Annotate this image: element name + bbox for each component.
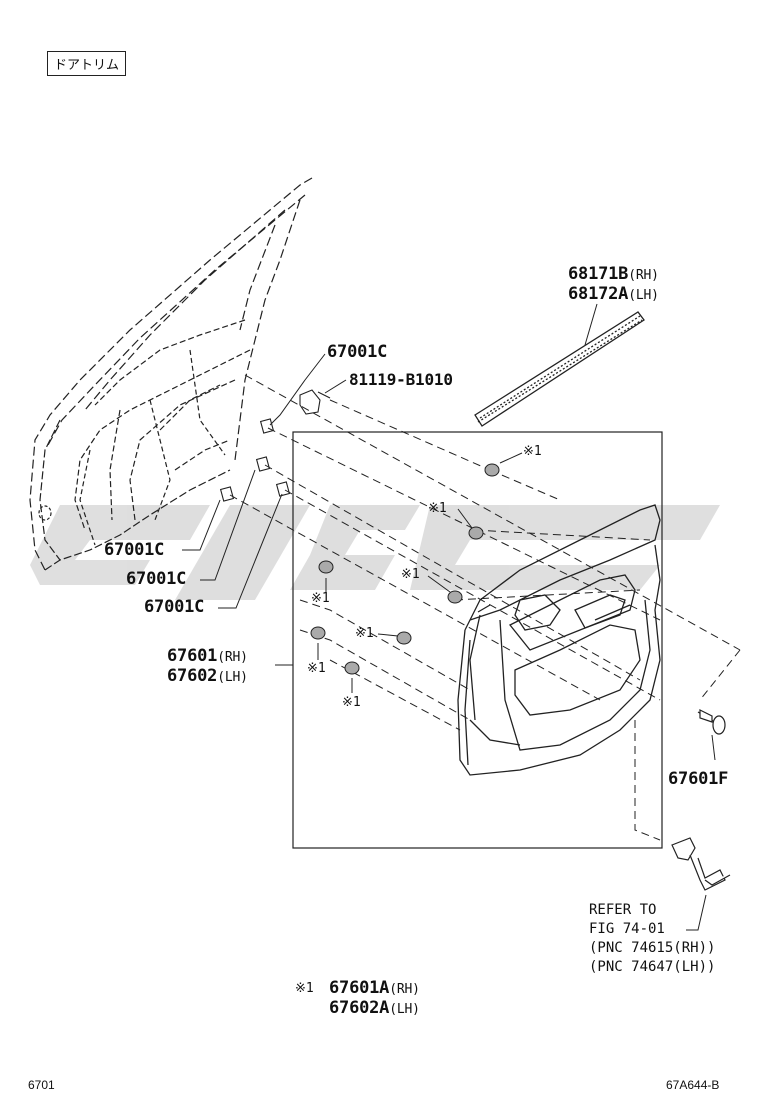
label-67601: 67601(RH) xyxy=(167,646,248,666)
mark-note-1c: ※1 xyxy=(401,567,420,582)
refer-line-1: REFER TO xyxy=(589,902,657,918)
watermark-logo xyxy=(30,505,720,600)
label-67001c-2: 67001C xyxy=(126,569,187,589)
section-title-box: ドアトリム xyxy=(47,51,127,76)
mark-note-1e: ※1 xyxy=(311,591,330,606)
label-67602: 67602(LH) xyxy=(167,666,248,686)
footer-figure-code: 67A644-B xyxy=(666,1078,720,1092)
label-81119-b1010: 81119-B1010 xyxy=(349,370,453,389)
legend-mark: ※1 xyxy=(295,981,314,996)
door-frame-outline xyxy=(29,177,313,571)
label-68171b: 68171B(RH) xyxy=(568,264,659,284)
legend-line-2: 67602A(LH) xyxy=(329,998,420,1018)
legend-line-1: 67601A(RH) xyxy=(329,978,420,998)
screw-67601f xyxy=(697,709,726,735)
projection-lines xyxy=(229,374,741,841)
footer-page-code: 6701 xyxy=(28,1078,55,1092)
label-67001c-1: 67001C xyxy=(104,540,165,560)
trim-clips xyxy=(310,463,500,675)
door-trim-panel xyxy=(457,504,661,776)
mark-note-1g: ※1 xyxy=(342,695,361,710)
mark-note-1f: ※1 xyxy=(307,661,326,676)
belt-moulding xyxy=(474,311,645,427)
refer-line-3: (PNC 74615(RH)) xyxy=(589,940,716,956)
mark-note-1a: ※1 xyxy=(523,444,542,459)
refer-line-4: (PNC 74647(LH)) xyxy=(589,959,716,975)
mark-note-1b: ※1 xyxy=(428,501,447,516)
label-67001c-3: 67001C xyxy=(144,597,205,617)
label-67601f: 67601F xyxy=(668,769,729,789)
label-68172a: 68172A(LH) xyxy=(568,284,659,304)
mark-note-1d: ※1 xyxy=(355,626,374,641)
trim-assembly-box xyxy=(292,431,663,849)
label-67001c-top: 67001C xyxy=(327,342,388,362)
refer-line-2: FIG 74-01 xyxy=(589,921,665,937)
leader-lines xyxy=(182,303,716,931)
handle-bracket xyxy=(671,837,731,891)
